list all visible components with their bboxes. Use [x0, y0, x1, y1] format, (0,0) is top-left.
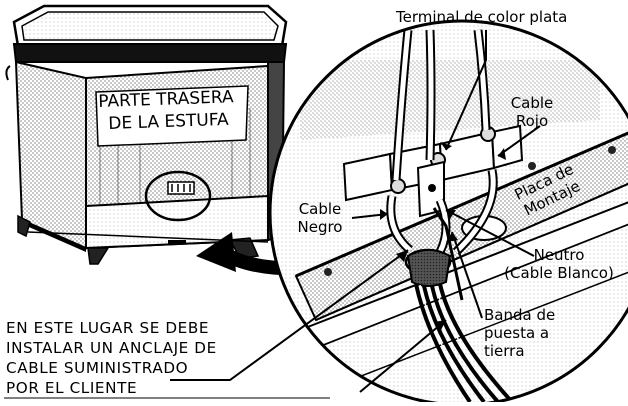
ground-strap-label-line3: tierra [484, 342, 525, 360]
caption-line3: CABLE SUMINISTRADO [6, 359, 189, 377]
installation-caption: EN ESTE LUGAR SE DEBE INSTALAR UN ANCLAJ… [6, 318, 306, 398]
neutral-label-line1: Neutro [533, 246, 585, 264]
arrowheads [380, 142, 506, 332]
stove-label-line2: DE LA ESTUFA [108, 109, 229, 134]
ground-strap-label-line2: puesta a [484, 324, 550, 342]
black-cable-label-line1: Cable [298, 200, 342, 218]
stove-back-view [5, 4, 288, 265]
red-cable-label-line1: Cable [510, 94, 554, 112]
neutral-label: Neutro (Cable Blanco) [498, 246, 620, 282]
red-cable-label: Cable Rojo [504, 94, 560, 130]
black-cable-label-line2: Negro [297, 218, 343, 236]
black-cable-label: Cable Negro [292, 200, 348, 236]
ground-strap-label-line1: Banda de [484, 306, 556, 324]
caption-line2: INSTALAR UN ANCLAJE DE [6, 339, 217, 357]
terminal-label: Terminal de color plata [396, 8, 568, 26]
caption-line1: EN ESTE LUGAR SE DEBE [6, 319, 210, 337]
ground-strap-label: Banda de puesta a tierra [484, 306, 555, 360]
leader-lines [170, 30, 541, 393]
caption-line4: POR EL CLIENTE [6, 379, 138, 397]
red-cable-label-line2: Rojo [515, 112, 549, 130]
neutral-label-line2: (Cable Blanco) [504, 264, 614, 282]
